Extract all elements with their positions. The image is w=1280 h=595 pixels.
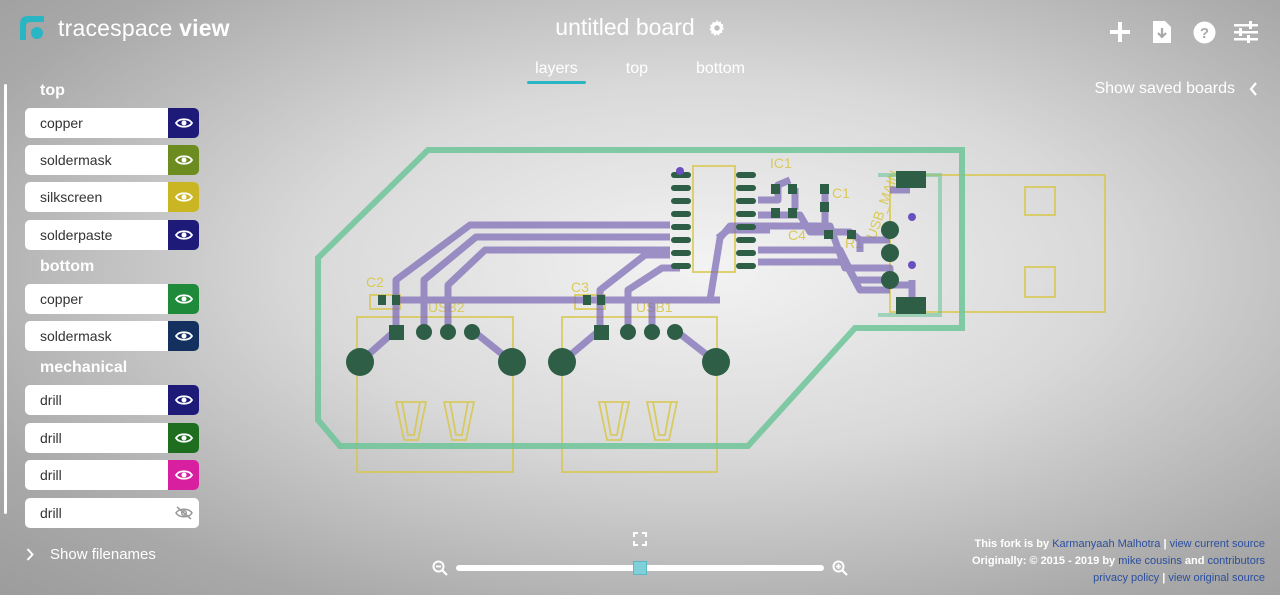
pads bbox=[346, 171, 926, 376]
silk-label-c3: C3 bbox=[571, 279, 589, 295]
zoom-slider-thumb[interactable] bbox=[633, 561, 647, 575]
zoom-out-icon[interactable] bbox=[432, 560, 448, 576]
layer-bottom-copper[interactable]: copper bbox=[25, 284, 199, 314]
pcb-board-render[interactable]: C2 C3 USB2 USB1 C1 R1 USB_MAIN IC1 C4 bbox=[300, 140, 1120, 480]
add-board-button[interactable] bbox=[1108, 20, 1132, 44]
layer-top-copper[interactable]: copper bbox=[25, 108, 199, 138]
zoom-slider[interactable] bbox=[456, 561, 824, 575]
group-title-top: top bbox=[40, 82, 65, 99]
eye-icon[interactable] bbox=[168, 220, 199, 250]
layer-label: soldermask bbox=[40, 152, 112, 168]
silk-label-c4: C4 bbox=[788, 227, 806, 243]
layer-top-solderpaste[interactable]: solderpaste bbox=[25, 220, 199, 250]
layer-label: drill bbox=[40, 392, 62, 408]
tracespace-logo-icon bbox=[20, 16, 44, 40]
layer-label: silkscreen bbox=[40, 189, 103, 205]
eye-icon[interactable] bbox=[168, 145, 199, 175]
layer-label: copper bbox=[40, 291, 83, 307]
download-button[interactable] bbox=[1150, 20, 1174, 44]
chevron-right-icon bbox=[26, 548, 34, 561]
svg-text:?: ? bbox=[1199, 25, 1208, 42]
original-author-link[interactable]: mike cousins bbox=[1118, 555, 1182, 567]
layer-label: soldermask bbox=[40, 328, 112, 344]
zoom-control bbox=[432, 560, 848, 576]
show-filenames-label: Show filenames bbox=[50, 546, 156, 563]
view-original-source-link[interactable]: view original source bbox=[1168, 572, 1265, 584]
tab-bottom[interactable]: bottom bbox=[696, 60, 745, 77]
layer-drill-1[interactable]: drill bbox=[25, 385, 199, 415]
tab-top[interactable]: top bbox=[625, 60, 648, 77]
layer-bottom-soldermask[interactable]: soldermask bbox=[25, 321, 199, 351]
credits: This fork is by Karmanyaah Malhotra | vi… bbox=[971, 538, 1265, 584]
app-logo[interactable]: tracespace view bbox=[18, 14, 230, 42]
eye-off-icon[interactable] bbox=[168, 498, 199, 528]
saved-boards-label: Show saved boards bbox=[1094, 80, 1235, 97]
settings-button[interactable] bbox=[1234, 20, 1258, 44]
eye-icon[interactable] bbox=[168, 385, 199, 415]
group-title-mechanical: mechanical bbox=[40, 359, 128, 376]
fit-screen-icon[interactable] bbox=[633, 532, 647, 546]
layer-label: drill bbox=[40, 430, 62, 446]
author-link[interactable]: Karmanyaah Malhotra bbox=[1052, 538, 1161, 550]
help-icon: ? bbox=[1193, 21, 1215, 43]
eye-icon[interactable] bbox=[168, 460, 199, 490]
zoom-in-icon[interactable] bbox=[832, 560, 848, 576]
show-saved-boards-button[interactable]: Show saved boards bbox=[1094, 80, 1258, 98]
eye-icon[interactable] bbox=[168, 321, 199, 351]
eye-icon[interactable] bbox=[168, 284, 199, 314]
eye-icon[interactable] bbox=[168, 108, 199, 138]
layer-top-silkscreen[interactable]: silkscreen bbox=[25, 182, 199, 212]
contributors-link[interactable]: contributors bbox=[1207, 555, 1265, 567]
privacy-policy-link[interactable]: privacy policy bbox=[1093, 572, 1160, 584]
sidebar-scrollbar[interactable] bbox=[4, 84, 7, 514]
silk-label-ic1: IC1 bbox=[770, 155, 792, 171]
view-current-source-link[interactable]: view current source bbox=[1169, 538, 1265, 550]
help-button[interactable]: ? bbox=[1192, 20, 1216, 44]
layer-label: drill bbox=[40, 505, 62, 521]
layers-sidebar: top copper soldermask silkscreen solderp… bbox=[0, 78, 210, 528]
download-file-icon bbox=[1153, 21, 1171, 43]
vias bbox=[676, 167, 916, 269]
sliders-icon bbox=[1234, 21, 1258, 43]
layer-drill-2[interactable]: drill bbox=[25, 423, 199, 453]
eye-icon[interactable] bbox=[168, 423, 199, 453]
layer-label: drill bbox=[40, 467, 62, 483]
show-filenames-button[interactable]: Show filenames bbox=[26, 546, 156, 563]
silk-label-c1: C1 bbox=[832, 185, 850, 201]
gear-icon[interactable] bbox=[709, 19, 725, 36]
app-name: tracespace view bbox=[58, 14, 230, 41]
silk-label-c2: C2 bbox=[366, 274, 384, 290]
board-title[interactable]: untitled board bbox=[555, 14, 695, 40]
layer-label: copper bbox=[40, 115, 83, 131]
group-title-bottom: bottom bbox=[40, 258, 95, 275]
eye-icon[interactable] bbox=[168, 182, 199, 212]
silkscreen-layer bbox=[356, 165, 1106, 473]
board-outline bbox=[315, 147, 965, 449]
chevron-left-icon bbox=[1249, 82, 1257, 96]
plus-icon bbox=[1110, 22, 1130, 42]
layer-drill-4[interactable]: drill bbox=[25, 498, 199, 528]
layer-label: solderpaste bbox=[40, 227, 113, 243]
layer-top-soldermask[interactable]: soldermask bbox=[25, 145, 199, 175]
tab-layers[interactable]: layers bbox=[527, 58, 586, 84]
layer-drill-3[interactable]: drill bbox=[25, 460, 199, 490]
